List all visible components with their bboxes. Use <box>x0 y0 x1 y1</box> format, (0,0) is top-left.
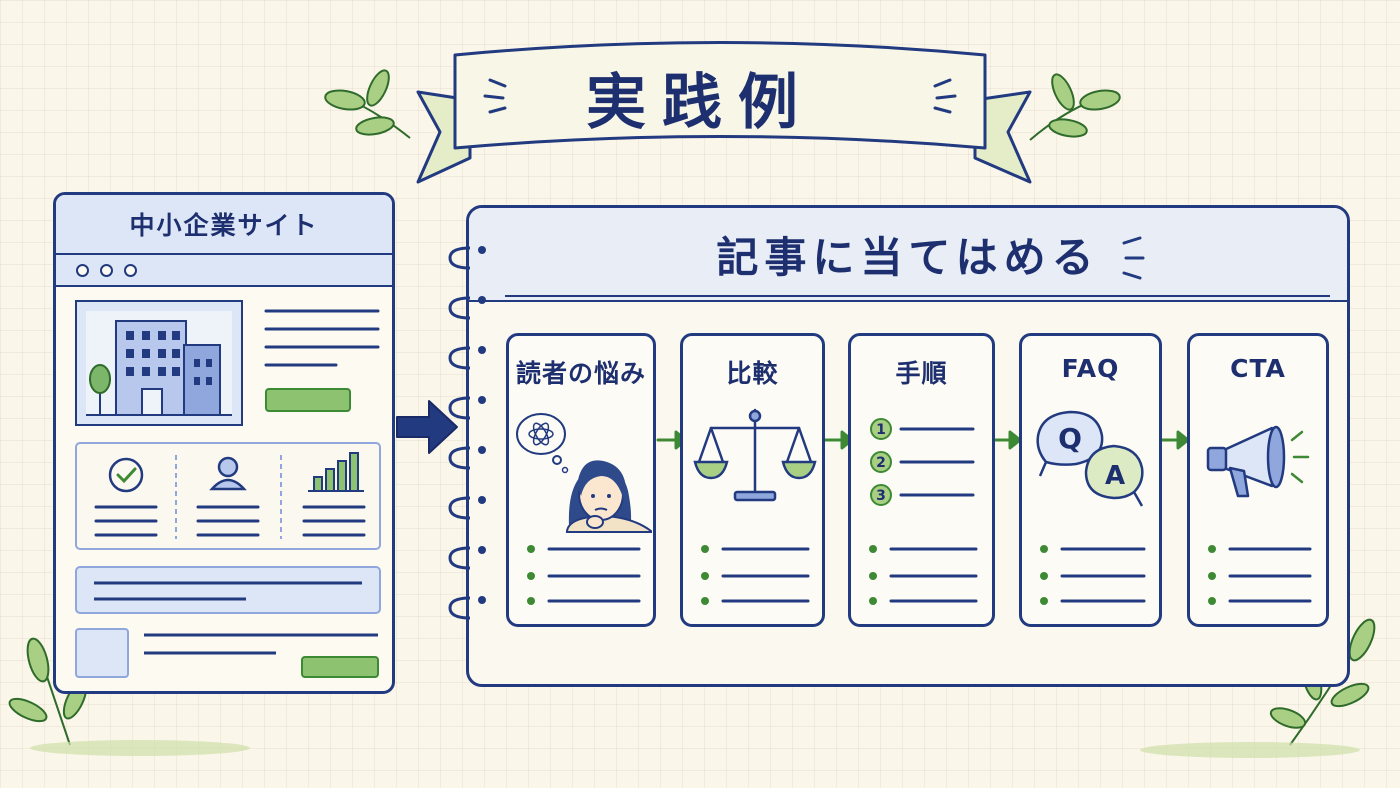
step-label: 読者の悩み <box>515 359 646 388</box>
step-label: 手順 <box>895 359 948 388</box>
question-mark: Q <box>1058 422 1082 455</box>
site-title: 中小企業サイト <box>129 211 319 240</box>
bar-graph-icon <box>308 452 364 492</box>
step-card-cta: CTA <box>1187 333 1329 627</box>
user-icon <box>209 456 247 491</box>
megaphone-icon <box>1206 425 1312 605</box>
check-icon <box>108 457 144 493</box>
page-title: 実践例 <box>586 68 814 138</box>
building-icon <box>75 300 243 426</box>
numbered-steps-icon: 1 2 3 <box>869 418 978 605</box>
step-card-faq: FAQ Q A <box>1019 333 1162 627</box>
step-number: 2 <box>876 455 886 471</box>
title-ribbon <box>416 41 1032 184</box>
step-card-procedure: 手順 1 2 3 <box>848 333 995 627</box>
answer-mark: A <box>1105 461 1125 491</box>
small-business-site-mockup: 中小企業サイト <box>53 192 395 694</box>
site-content <box>75 300 381 678</box>
browser-dot-icon <box>100 264 113 277</box>
browser-dot-icon <box>124 264 137 277</box>
step-card-reader-concerns: 読者の悩み <box>506 333 656 627</box>
step-label: CTA <box>1230 354 1286 383</box>
step-number: 3 <box>876 488 886 504</box>
arrow-right-icon <box>396 400 458 454</box>
browser-bar <box>56 255 392 287</box>
step-number: 1 <box>876 422 886 438</box>
qa-bubbles-icon: Q A <box>1036 410 1146 605</box>
article-header: 記事に当てはめる <box>469 208 1347 302</box>
step-label: 比較 <box>726 359 779 388</box>
article-title: 記事に当てはめる <box>716 232 1100 282</box>
step-label: FAQ <box>1061 354 1120 383</box>
browser-dot-icon <box>76 264 89 277</box>
site-header: 中小企業サイト <box>56 195 392 255</box>
worried-reader-icon <box>516 413 652 605</box>
step-card-comparison: 比較 <box>680 333 825 627</box>
balance-scale-icon <box>693 408 817 605</box>
